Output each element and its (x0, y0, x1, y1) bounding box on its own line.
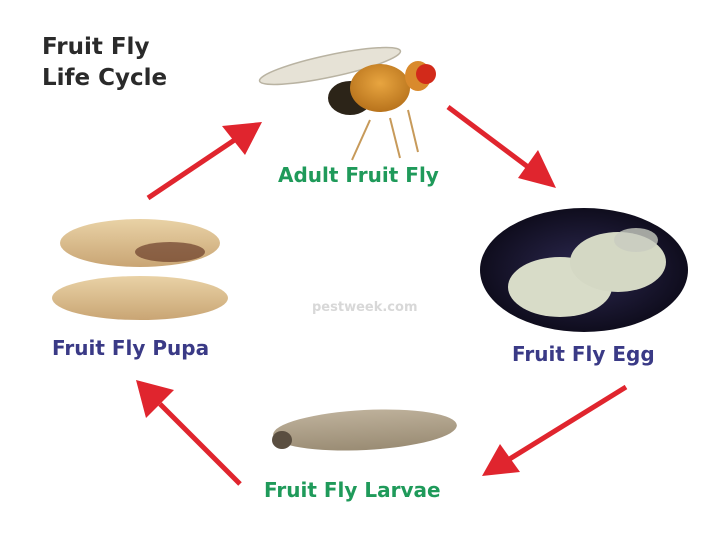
larva-icon (272, 409, 457, 451)
arrow-egg-to-larvae-icon (482, 384, 628, 476)
egg-icon (480, 208, 688, 332)
arrow-adult-to-egg-icon (446, 105, 556, 188)
arrow-larvae-to-pupa-icon (136, 380, 242, 486)
watermark: pestweek.com (312, 300, 418, 315)
diagram-title: Fruit Fly Life Cycle (42, 32, 167, 94)
stage-label-pupa: Fruit Fly Pupa (52, 336, 210, 360)
arrows (136, 105, 628, 486)
adult-fly-icon (258, 46, 436, 161)
title-line-1: Fruit Fly (42, 34, 150, 60)
stage-label-egg: Fruit Fly Egg (512, 342, 655, 366)
title-line-2: Life Cycle (42, 65, 168, 91)
stage-label-adult: Adult Fruit Fly (278, 163, 439, 187)
pupa-icon (52, 219, 228, 320)
stage-label-larvae: Fruit Fly Larvae (264, 478, 441, 502)
arrow-pupa-to-adult-icon (146, 122, 262, 201)
